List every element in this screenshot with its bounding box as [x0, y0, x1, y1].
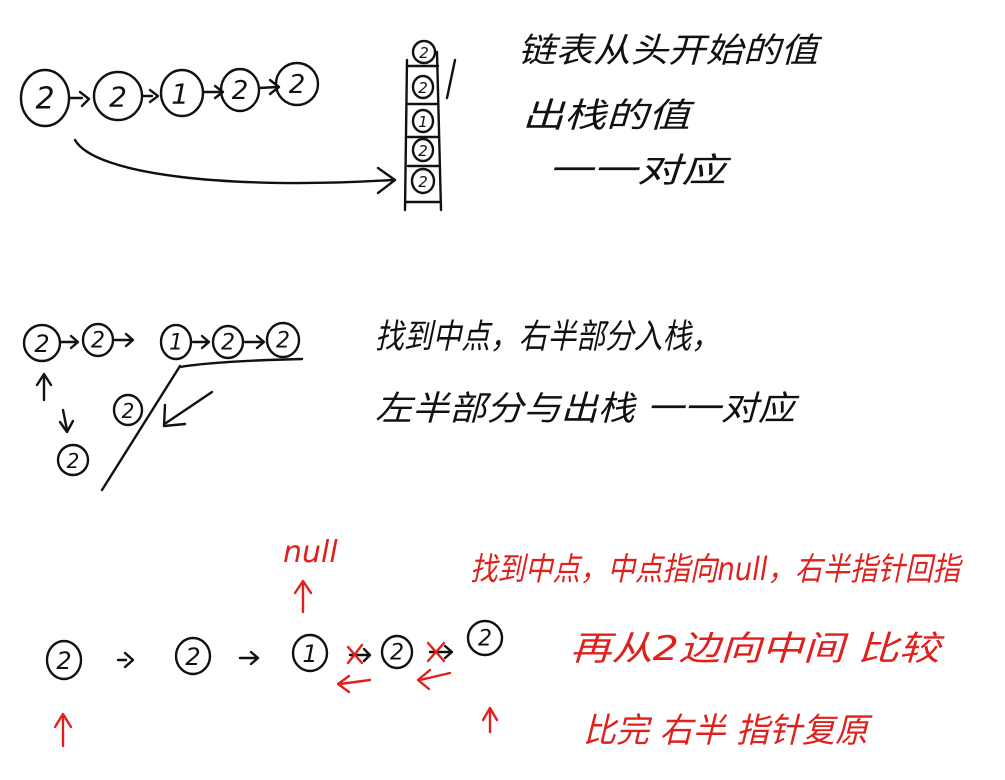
s2-node-1-value: 2 — [34, 330, 49, 358]
s1-node-4-circle — [219, 67, 261, 113]
section1-stack: 2 2 1 2 2 — [403, 39, 457, 212]
s1-arrow-3 — [201, 84, 225, 100]
s3-node-4-value: 2 — [390, 641, 404, 666]
s2-arrow-1 — [58, 334, 80, 350]
s2-popped-2-value: 2 — [67, 449, 80, 473]
s3-note-line-3: 比完 右半 指针复原 — [583, 711, 873, 751]
stack-left-wall — [403, 58, 409, 212]
s1-arrow-1 — [68, 90, 91, 108]
s1-note-line-1: 链表从头开始的值 — [518, 31, 822, 71]
s2-node-4-circle — [211, 324, 245, 360]
s2-node-3-circle — [159, 323, 193, 361]
stack-item-3-circle — [411, 108, 435, 134]
s3-node-3-circle — [291, 633, 329, 673]
stack-item-4-circle — [411, 137, 435, 163]
s1-node-5-circle — [274, 61, 320, 107]
s3-node-1-circle — [45, 639, 83, 681]
stack-item-1-circle — [411, 39, 437, 65]
s3-left-pointer-arrow — [53, 712, 73, 748]
stack-item-5-value: 2 — [418, 173, 428, 191]
s3-node-4-circle — [380, 634, 414, 670]
s2-up-arrow — [35, 372, 53, 402]
s3-arrow-2 — [238, 650, 260, 666]
stack-right-wall — [435, 50, 443, 212]
s1-note-line-2: 出栈的值 — [522, 96, 695, 136]
s3-cross-1 — [346, 643, 364, 665]
section2-notes: 找到中点，右半部分入栈， 左半部分与出栈 一一对应 — [375, 317, 800, 429]
s2-node-4-value: 2 — [221, 331, 235, 356]
s2-popped-1-value: 2 — [122, 399, 135, 423]
s3-node-5-value: 2 — [478, 627, 492, 652]
s2-underline — [178, 357, 304, 369]
section1-linked-list: 2 2 1 2 2 — [19, 61, 397, 195]
s2-arrow-3 — [191, 334, 211, 350]
s2-diagonal-line — [100, 364, 182, 492]
s1-node-2-value: 2 — [109, 81, 127, 114]
section3-linked-list: null 2 2 1 2 2 — [45, 535, 504, 748]
s1-node-4-value: 2 — [232, 76, 249, 106]
s1-note-line-3: 一一对应 — [548, 151, 733, 191]
s3-note-line-2: 再从2边向中间 比较 — [570, 629, 945, 669]
s2-arrow-2 — [113, 332, 135, 348]
s1-node-1-value: 2 — [35, 82, 54, 117]
s3-note-line-1: 找到中点，中点指向null，右半指针回指 — [470, 550, 963, 588]
s2-push-arrow — [162, 390, 214, 428]
s2-down-arrow — [58, 408, 75, 434]
s1-arrow-2 — [140, 88, 160, 104]
s3-back-arrow-2 — [416, 668, 452, 691]
s1-arrow-4 — [257, 78, 281, 96]
stack-item-2-circle — [411, 74, 435, 100]
stack-item-3-value: 1 — [418, 113, 428, 131]
stack-item-5-circle — [410, 167, 436, 195]
s3-right-pointer-arrow — [481, 706, 499, 734]
s3-node-3-value: 1 — [302, 640, 317, 668]
s3-node-2-value: 2 — [185, 643, 200, 671]
s2-node-2-value: 2 — [91, 329, 105, 354]
stack-item-2-value: 2 — [418, 79, 428, 97]
s1-node-3-value: 1 — [171, 78, 189, 111]
s3-back-arrow-1 — [336, 674, 372, 694]
stack-arrow-down — [445, 58, 457, 100]
s2-node-5-circle — [265, 321, 301, 359]
s3-null-arrow — [293, 579, 313, 614]
section3-notes: 找到中点，中点指向null，右半指针回指 再从2边向中间 比较 比完 右半 指针… — [470, 550, 963, 751]
stack-item-1-value: 2 — [419, 44, 429, 62]
s3-cross-2 — [426, 641, 446, 663]
s1-node-5-value: 2 — [289, 70, 306, 100]
s2-note-line-1: 找到中点，右半部分入栈， — [375, 317, 720, 357]
s3-arrow-1 — [116, 651, 135, 669]
stack-item-4-value: 2 — [418, 142, 428, 160]
section1-notes: 链表从头开始的值 出栈的值 一一对应 — [518, 31, 822, 191]
s2-arrow-4 — [243, 334, 266, 350]
s3-null-label: null — [283, 535, 338, 570]
s2-popped-1-circle — [112, 393, 144, 427]
s3-arrow-4 — [428, 644, 454, 660]
section2-linked-list: 2 2 1 2 2 2 2 — [22, 321, 304, 492]
s3-node-1-value: 2 — [56, 647, 71, 675]
s3-node-5-circle — [466, 619, 504, 657]
s3-node-2-circle — [174, 636, 212, 676]
s1-curved-arrow — [73, 138, 397, 195]
s2-popped-2-circle — [56, 443, 90, 477]
s2-node-5-value: 2 — [276, 329, 290, 354]
s2-note-line-2: 左半部分与出栈 一一对应 — [375, 389, 800, 429]
s2-node-3-value: 1 — [169, 331, 183, 356]
s2-node-2-circle — [81, 322, 115, 358]
